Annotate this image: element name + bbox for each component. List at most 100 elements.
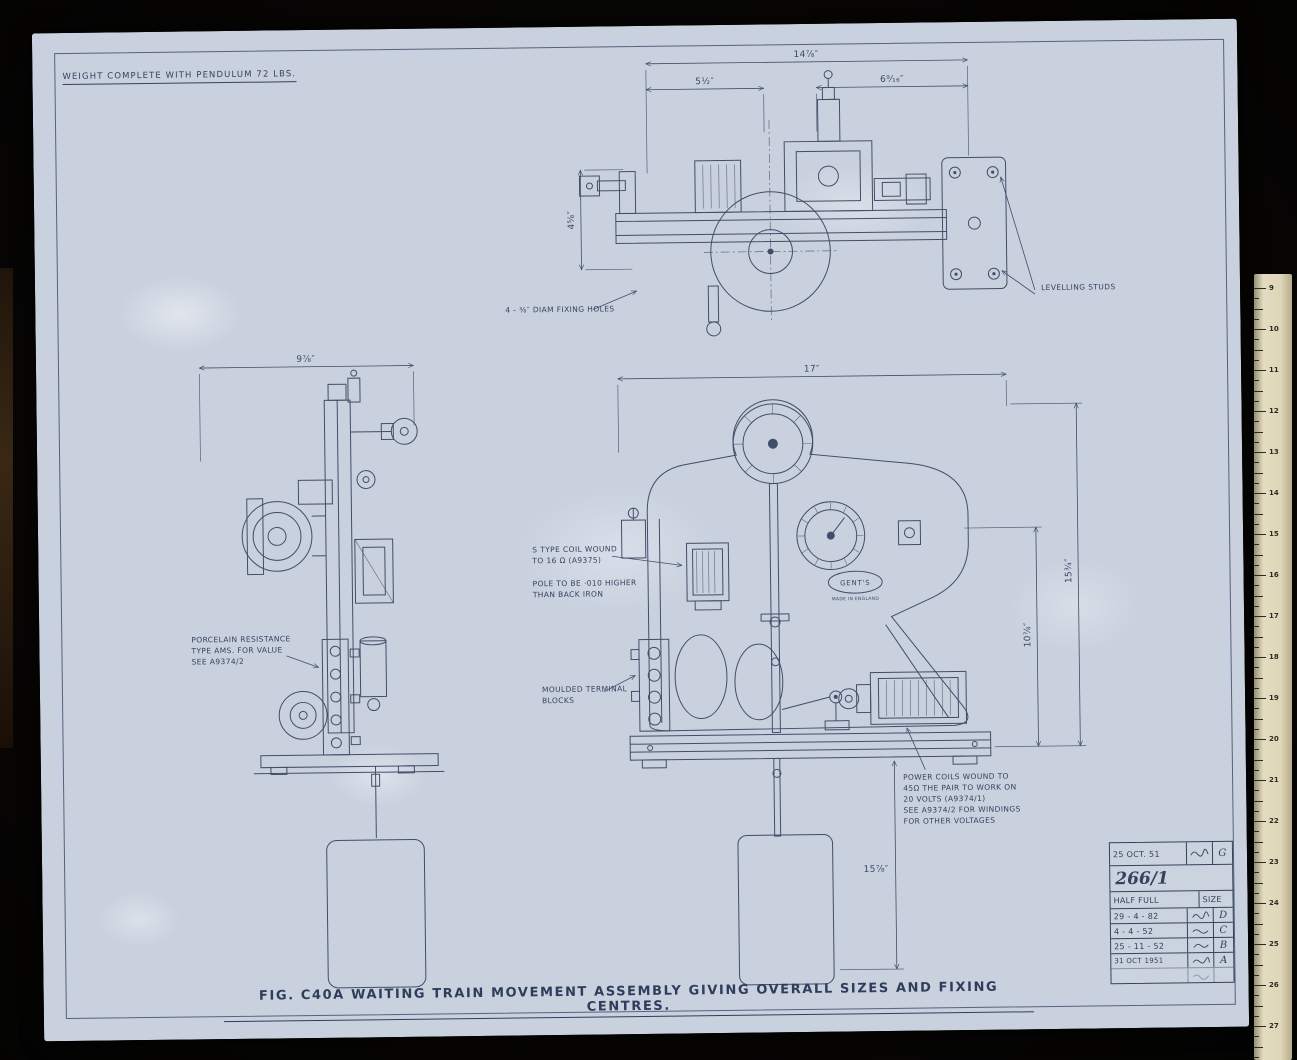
signature-cell xyxy=(1186,923,1214,938)
title-block: 25 OCT. 51 G 266/1 HALF FULL SIZE 29 - 4… xyxy=(1108,840,1235,985)
signature-mark xyxy=(1192,956,1210,963)
ruler-tick xyxy=(1254,523,1259,525)
ruler-tick xyxy=(1254,503,1259,505)
ruler-number: 18 xyxy=(1269,653,1279,661)
revision-letter: A xyxy=(1213,952,1234,968)
ruler-tick xyxy=(1254,913,1259,915)
ruler-tick xyxy=(1254,831,1259,833)
ruler-tick xyxy=(1254,554,1263,556)
ruler-number: 17 xyxy=(1269,612,1279,620)
dim-front-height: 15¾″ xyxy=(1064,558,1074,583)
ruler-tick xyxy=(1254,954,1259,956)
ruler-tick xyxy=(1254,400,1259,402)
engineering-drawing: 14⅞″ 5½″ 6⁹⁄₁₆″ 4⅝″ xyxy=(32,50,1087,989)
ruler-tick xyxy=(1254,903,1266,904)
title-block-scale-row: HALF FULL SIZE xyxy=(1110,889,1233,909)
ruler-tick xyxy=(1254,329,1266,330)
ruler-number: 12 xyxy=(1269,407,1279,415)
ruler-tick xyxy=(1254,944,1266,945)
ruler-number: 24 xyxy=(1269,899,1279,907)
ruler-tick xyxy=(1254,472,1263,474)
dim-top-right: 6⁹⁄₁₆″ xyxy=(880,75,904,85)
ruler-number: 15 xyxy=(1269,530,1279,538)
ruler-tick xyxy=(1254,739,1266,740)
dim-front-width: 17″ xyxy=(804,364,820,374)
signature-cell xyxy=(1187,938,1214,953)
ruler-tick xyxy=(1254,728,1259,730)
maker-badge-origin: MADE IN ENGLAND xyxy=(832,596,880,603)
ruler-tick xyxy=(1254,370,1266,371)
ruler-tick xyxy=(1254,780,1266,781)
ruler-tick xyxy=(1254,708,1259,710)
ruler-tick xyxy=(1254,441,1259,443)
ruler-tick xyxy=(1254,851,1259,853)
ruler-tick xyxy=(1254,298,1259,300)
ruler-tick xyxy=(1254,933,1259,935)
ruler-tick xyxy=(1254,677,1263,679)
ruler-tick xyxy=(1254,359,1259,361)
signature-mark xyxy=(1192,928,1208,934)
ruler-tick xyxy=(1254,482,1259,484)
ruler-tick xyxy=(1254,605,1259,607)
ruler-tick xyxy=(1254,626,1259,628)
side-view-drawing: 9⅞″ xyxy=(199,355,445,989)
revision-date: 29 - 4 - 82 xyxy=(1113,911,1159,921)
title-block-date-row: 25 OCT. 51 G xyxy=(1110,841,1233,865)
ruler-tick xyxy=(1254,585,1259,587)
terminal-blocks-note: MOULDED TERMINAL BLOCKS xyxy=(541,684,628,706)
blueprint-sheet: 14⅞″ 5½″ 6⁹⁄₁₆″ 4⅝″ xyxy=(31,18,1250,1042)
ruler-tick xyxy=(1254,800,1263,802)
ruler-tick xyxy=(1254,698,1266,699)
dim-front-inner: 10⅞″ xyxy=(1023,622,1033,647)
revision-date: 25 - 11 - 52 xyxy=(1114,941,1165,951)
ruler-tick xyxy=(1254,667,1259,669)
ruler-tick xyxy=(1254,1026,1266,1027)
weight-note: WEIGHT COMPLETE WITH PENDULUM 72 LBS. xyxy=(62,68,297,86)
ruler-tick xyxy=(1254,1056,1259,1058)
ruler-number: 16 xyxy=(1269,571,1279,579)
ruler-tick xyxy=(1254,452,1266,453)
revision-date: 4 - 4 - 52 xyxy=(1113,926,1154,936)
fixing-holes-note: 4 - ⅜″ DIAM FIXING HOLES xyxy=(505,304,615,315)
ruler-tick xyxy=(1254,862,1266,863)
ruler-number: 9 xyxy=(1269,284,1274,292)
ruler-number: 13 xyxy=(1269,448,1279,456)
ruler-tick xyxy=(1254,318,1259,320)
ruler-number: 27 xyxy=(1269,1022,1279,1030)
porcelain-resistance-note: PORCELAIN RESISTANCE TYPE AMS. FOR VALUE… xyxy=(191,634,291,667)
ruler-tick xyxy=(1254,749,1259,751)
revision-date: 31 OCT 1951 xyxy=(1114,956,1164,966)
ruler-tick xyxy=(1254,790,1259,792)
revision-row: 4 - 4 - 52 C xyxy=(1110,921,1234,939)
ruler-number: 11 xyxy=(1269,366,1279,374)
ruler-tick xyxy=(1254,974,1259,976)
drawing-date: 25 OCT. 51 xyxy=(1112,849,1160,859)
dim-side-width: 9⅞″ xyxy=(296,355,315,365)
ruler-tick xyxy=(1254,985,1266,986)
ruler-tick xyxy=(1254,841,1263,843)
ruler-tick xyxy=(1254,513,1263,515)
ruler-tick xyxy=(1254,769,1259,771)
signature-mark xyxy=(1192,974,1209,980)
ruler-tick xyxy=(1254,687,1259,689)
signature-mark xyxy=(1191,911,1209,919)
revision-letter: C xyxy=(1212,922,1234,938)
ruler-number: 10 xyxy=(1269,325,1279,333)
drawing-number: 266/1 xyxy=(1115,868,1169,889)
ruler-tick xyxy=(1254,892,1259,894)
maker-badge: GENT'S xyxy=(840,579,871,587)
ruler-tick xyxy=(1254,595,1263,597)
ruler-number: 14 xyxy=(1269,489,1279,497)
top-view-drawing: 14⅞″ 5½″ 6⁹⁄₁₆″ 4⅝″ xyxy=(567,50,1036,337)
ruler-number: 26 xyxy=(1269,981,1279,989)
ruler-tick xyxy=(1254,575,1266,576)
revision-row: 25 - 11 - 52 B xyxy=(1111,936,1234,954)
ruler-tick xyxy=(1254,718,1263,720)
ruler-tick xyxy=(1254,616,1266,617)
dim-top-height: 4⅝″ xyxy=(567,210,577,229)
ruler-tick xyxy=(1254,564,1259,566)
ruler-tick xyxy=(1254,810,1259,812)
ruler-number: 20 xyxy=(1269,735,1279,743)
s-coil-note: S TYPE COIL WOUND TO 16 Ω (A9375) xyxy=(532,544,618,566)
ruler-tick xyxy=(1254,544,1259,546)
